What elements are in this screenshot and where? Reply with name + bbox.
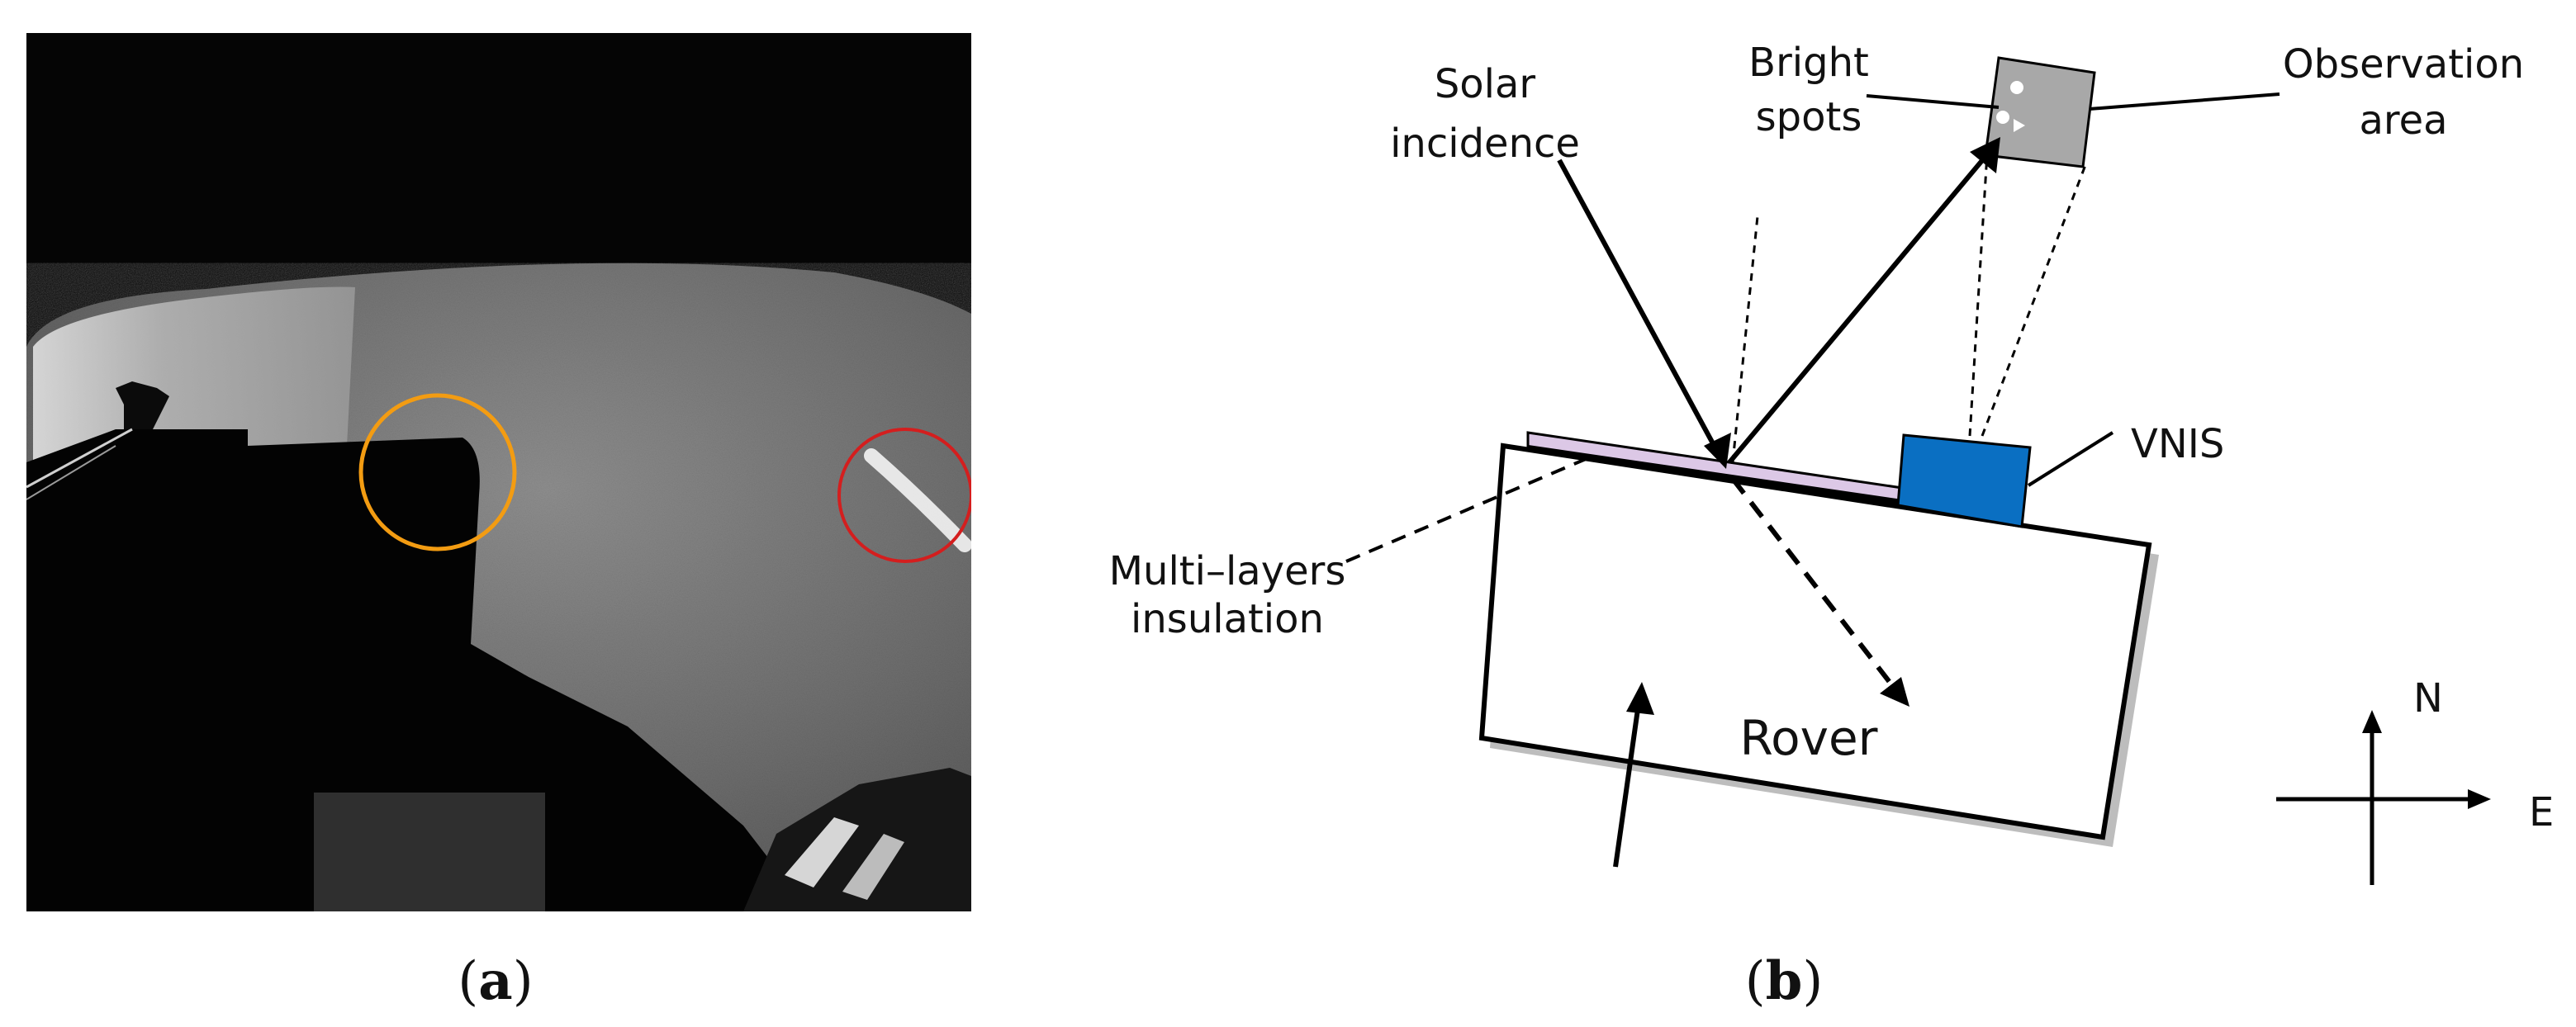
reflection-arrow	[1727, 147, 1995, 464]
schematic-diagram: Solar incidence Bright spots Observation…	[1109, 40, 2554, 885]
orange-highlight-circle	[358, 393, 517, 551]
surface-normal-line	[1731, 215, 1759, 463]
multi-layers-label: Multi–layers	[1109, 548, 1346, 594]
rover-direction-arrow	[1613, 697, 1642, 868]
vnis-instrument	[1896, 433, 2032, 528]
bright-spots-leader	[1866, 94, 2000, 109]
north-label: N	[2413, 675, 2443, 722]
multi-layers-label: insulation	[1131, 596, 1324, 642]
bright-spots-label: Bright	[1748, 40, 1869, 86]
red-highlight-circle	[837, 428, 971, 563]
caption-a: (a)	[458, 950, 533, 1012]
bright-spots-label: spots	[1756, 94, 1862, 140]
solar-incidence-arrow	[1557, 159, 1722, 457]
observation-area-label: Observation	[2283, 41, 2524, 88]
vnis-label: VNIS	[2131, 421, 2224, 467]
compass	[2276, 710, 2491, 885]
rover-label: Rover	[1739, 710, 1877, 766]
vnis-leader	[2027, 431, 2114, 487]
caption-b: (b)	[1745, 950, 1824, 1012]
lunar-surface-photo	[26, 33, 971, 911]
observation-leader	[2089, 92, 2280, 111]
bright-spot	[2010, 81, 2023, 94]
rover-body	[1478, 443, 2152, 840]
transmission-arrow	[1730, 477, 1900, 693]
solar-incidence-label: Solar	[1435, 61, 1536, 107]
mli-leader	[1345, 457, 1587, 563]
observation-area-label: area	[2359, 97, 2447, 144]
fov-line	[1981, 164, 2087, 437]
bright-spot	[2014, 119, 2025, 132]
east-label: E	[2529, 789, 2554, 835]
solar-incidence-label: incidence	[1390, 121, 1580, 167]
bright-spot	[1996, 111, 2009, 124]
fov-line	[1968, 153, 1989, 437]
